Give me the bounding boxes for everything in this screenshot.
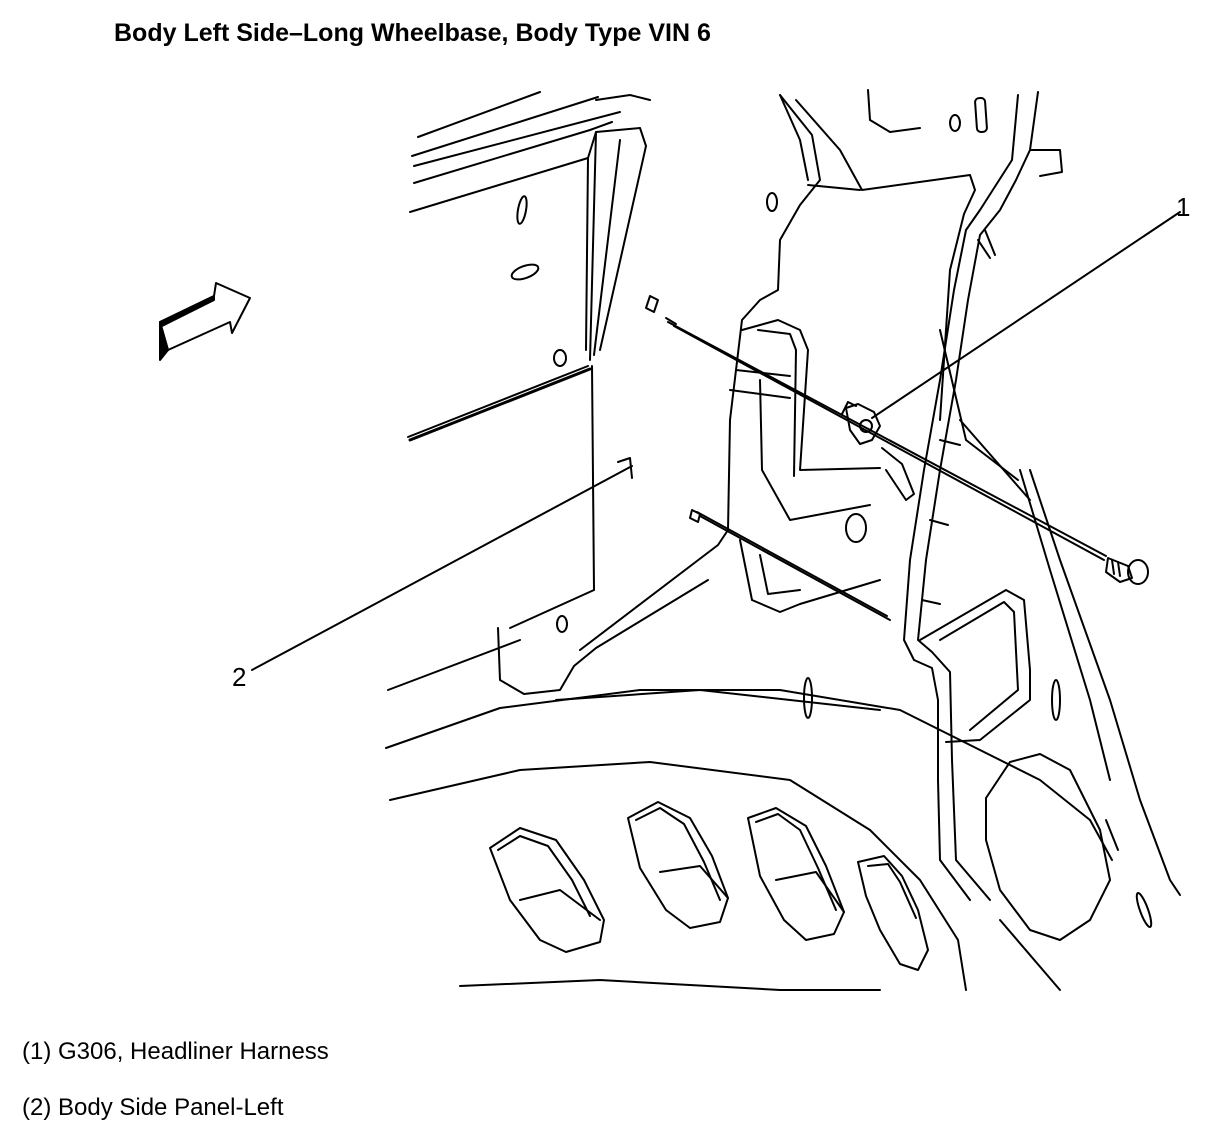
tie-down-bosses xyxy=(489,801,929,971)
diagram-title: Body Left Side–Long Wheelbase, Body Type… xyxy=(114,19,711,47)
body-side-panel xyxy=(387,127,709,695)
forward-arrow-icon xyxy=(159,282,251,361)
callout-2-leader xyxy=(251,465,633,671)
wheel-well xyxy=(385,469,1181,991)
legend-item-2: (2) Body Side Panel-Left xyxy=(22,1094,284,1121)
leader-lines xyxy=(645,295,1107,621)
upper-panel-lines xyxy=(409,91,651,213)
ground-bolt xyxy=(1105,557,1149,585)
callout-2-number: 2 xyxy=(232,662,246,692)
headliner-harness xyxy=(903,91,1063,901)
callout-2-hook xyxy=(617,457,633,479)
callout-1-leader xyxy=(871,211,1181,419)
pillar-structure xyxy=(579,89,1031,651)
callout-1-number: 1 xyxy=(1176,192,1190,222)
legend-item-1: (1) G306, Headliner Harness xyxy=(22,1038,329,1065)
